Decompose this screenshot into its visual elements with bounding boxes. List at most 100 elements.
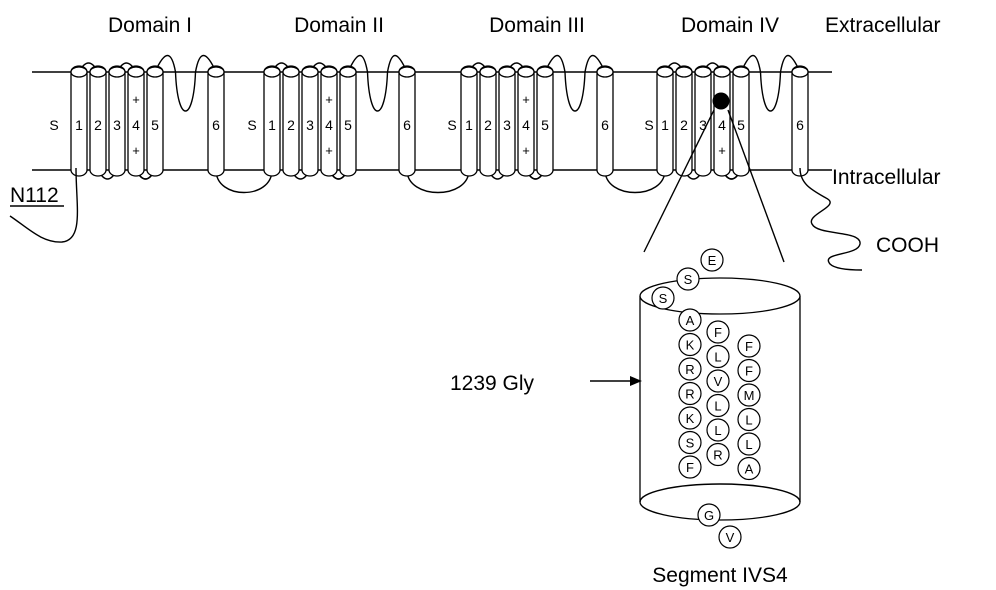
segment-number-div-s2: 2: [680, 117, 688, 133]
residue-middle-6: R: [713, 448, 722, 463]
segment-diii-s1: [460, 65, 478, 177]
segment-cap-di-s1: [70, 66, 88, 78]
segment-number-di-s6: 6: [212, 117, 220, 133]
segment-number-di-s5: 5: [151, 117, 159, 133]
segment-number-di-s3: 3: [113, 117, 121, 133]
mutation-label: 1239 Gly: [450, 372, 535, 395]
segment-cap-diii-s6: [596, 66, 614, 78]
n-terminus-tail: [9, 167, 79, 243]
segment-dii-s2: [282, 65, 300, 177]
segment-cap-diii-s5: [536, 66, 554, 78]
segment-dii-s6: [398, 65, 416, 177]
residue-middle-3-circle: [706, 369, 730, 393]
segment-number-di-s2: 2: [94, 117, 102, 133]
segment-dii-s1: [263, 65, 281, 177]
segment-cap-div-s4: [713, 66, 731, 78]
residue-middle-3: V: [714, 374, 723, 389]
residue-middle-4: L: [714, 399, 721, 414]
segment-cap-diii-s4: [517, 66, 535, 78]
mutation-arrowhead: [630, 376, 642, 386]
segment-dii-s5: [339, 65, 357, 177]
residue-left-2: K: [686, 338, 695, 353]
residue-left-2-circle: [678, 332, 702, 357]
domain-label-i: Domain I: [108, 14, 192, 37]
segment-number-dii-s4: 4: [325, 117, 333, 133]
segment-number-div-s1: 1: [661, 117, 669, 133]
residue-right-5-circle: [737, 432, 761, 456]
residue-above-3: S: [659, 291, 668, 306]
segment-prefix-dii: S: [247, 117, 256, 133]
segment-cap-dii-s6: [398, 66, 416, 78]
segment-di-s1: [70, 65, 88, 177]
segment-number-dii-s5: 5: [344, 117, 352, 133]
segment-number-diii-s5: 5: [541, 117, 549, 133]
segment-cap-div-s5: [732, 66, 750, 78]
residue-below-2-circle: [718, 525, 742, 549]
residue-left-7-circle: [678, 455, 702, 479]
residue-right-1: F: [745, 339, 753, 354]
c-terminus-label: COOH: [876, 234, 939, 257]
residue-left-5: K: [686, 411, 695, 426]
residue-left-3: R: [685, 362, 694, 377]
segment-number-diii-s2: 2: [484, 117, 492, 133]
n-terminus-label: N112: [10, 184, 59, 207]
segment-prefix-div: S: [644, 117, 653, 133]
segment-di-s5: [146, 65, 164, 177]
segment-number-div-s3: 3: [699, 117, 707, 133]
segment-number-div-s5: 5: [737, 117, 745, 133]
residue-above-3-circle: [651, 286, 675, 310]
residue-left-5-circle: [678, 406, 702, 430]
segment-number-diii-s3: 3: [503, 117, 511, 133]
s4-charge-bottom-div: +: [718, 143, 726, 158]
residue-middle-1-circle: [706, 320, 730, 344]
segment-di-s3: [108, 65, 126, 177]
domain-label-iv: Domain IV: [681, 14, 779, 37]
residue-left-3-circle: [678, 357, 702, 381]
segment-diii-s2: [479, 65, 497, 177]
residue-left-4: R: [685, 387, 694, 402]
segment-number-diii-s6: 6: [601, 117, 609, 133]
residue-right-6-circle: [737, 456, 761, 481]
segment-cap-di-s2: [89, 66, 107, 78]
segment-number-div-s6: 6: [796, 117, 804, 133]
s4-charge-top-dii: +: [325, 92, 333, 107]
residue-middle-4-circle: [706, 393, 730, 418]
residue-right-4: L: [745, 413, 752, 428]
segment-di-s2: [89, 65, 107, 177]
segment-number-dii-s6: 6: [403, 117, 411, 133]
segment-number-div-s4: 4: [718, 117, 726, 133]
segment-diii-s3: [498, 65, 516, 177]
residue-left-4-circle: [678, 381, 702, 406]
residue-below-1-circle: [697, 503, 721, 527]
residue-middle-2: L: [714, 350, 721, 365]
segment-diii-s6: [596, 65, 614, 177]
mutation-site-marker: [712, 92, 730, 110]
pore-loop-di: [154, 54, 217, 112]
residue-right-5: L: [745, 437, 752, 452]
helix-cylinder-bottom-back: [639, 483, 801, 503]
segment-number-dii-s2: 2: [287, 117, 295, 133]
domain-label-ii: Domain II: [294, 14, 384, 37]
segment-div-s3: [694, 65, 712, 177]
residue-right-2: F: [745, 364, 753, 379]
residue-left-1: A: [686, 313, 695, 328]
segment-prefix-diii: S: [447, 117, 456, 133]
linker-diii-div: [604, 169, 666, 194]
residue-right-3-circle: [737, 383, 761, 407]
pore-loop-diii: [544, 54, 606, 112]
extracellular-label: Extracellular: [825, 14, 941, 37]
segment-title: Segment IVS4: [652, 564, 788, 587]
segment-cap-di-s6: [207, 66, 225, 78]
segment-dii-s4: [320, 65, 338, 177]
residue-left-1-circle: [678, 308, 702, 332]
residue-above-1-circle: [700, 248, 724, 272]
segment-number-diii-s1: 1: [465, 117, 473, 133]
pore-loop-dii: [347, 54, 408, 112]
linker-dii-diii: [406, 169, 470, 194]
segment-cap-div-s1: [656, 66, 674, 78]
segment-cap-di-s5: [146, 66, 164, 78]
s4-charge-top-di: +: [132, 92, 140, 107]
